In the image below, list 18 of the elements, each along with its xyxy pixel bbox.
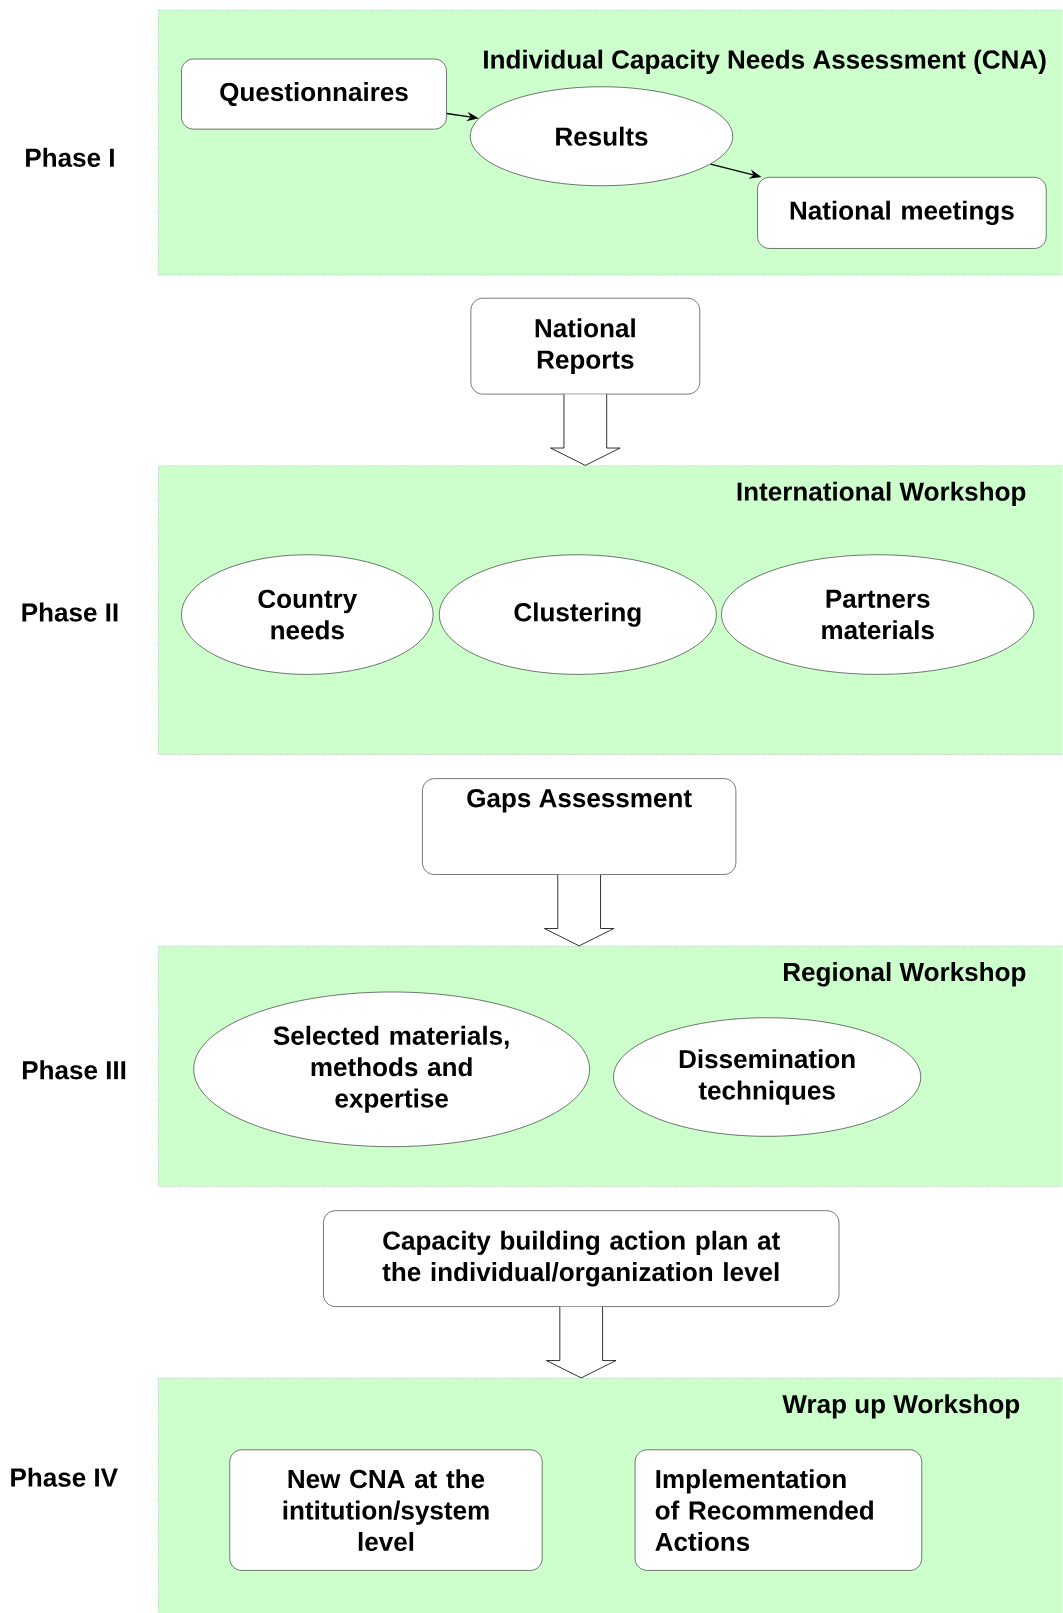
block-arrow	[546, 1306, 617, 1379]
block-arrow	[550, 394, 621, 466]
band-heading: Wrap up Workshop	[782, 1394, 1020, 1419]
process-box: National Reports	[470, 297, 701, 395]
process-box: Capacity building action plan at the individual/organization level	[323, 1210, 840, 1307]
band-heading: International Workshop	[737, 481, 1026, 506]
band-heading: Individual Capacity Needs Assessment (CNA)	[484, 49, 1046, 74]
phase-label: Phase I	[26, 147, 114, 167]
process-box: Implementation of Recommended Actions	[635, 1449, 923, 1571]
band-heading: Regional Workshop	[784, 962, 1026, 987]
process-box: Questionnaires	[181, 58, 447, 130]
phase-label: Phase III	[23, 1060, 126, 1080]
phase-label: Phase IV	[11, 1467, 119, 1487]
process-box: National meetings	[757, 177, 1047, 249]
process-box: Gaps Assessment	[422, 778, 737, 875]
block-arrow	[544, 874, 615, 947]
process-box: New CNA at the intitution/system level	[229, 1449, 543, 1571]
phase-label: Phase II	[22, 602, 118, 622]
